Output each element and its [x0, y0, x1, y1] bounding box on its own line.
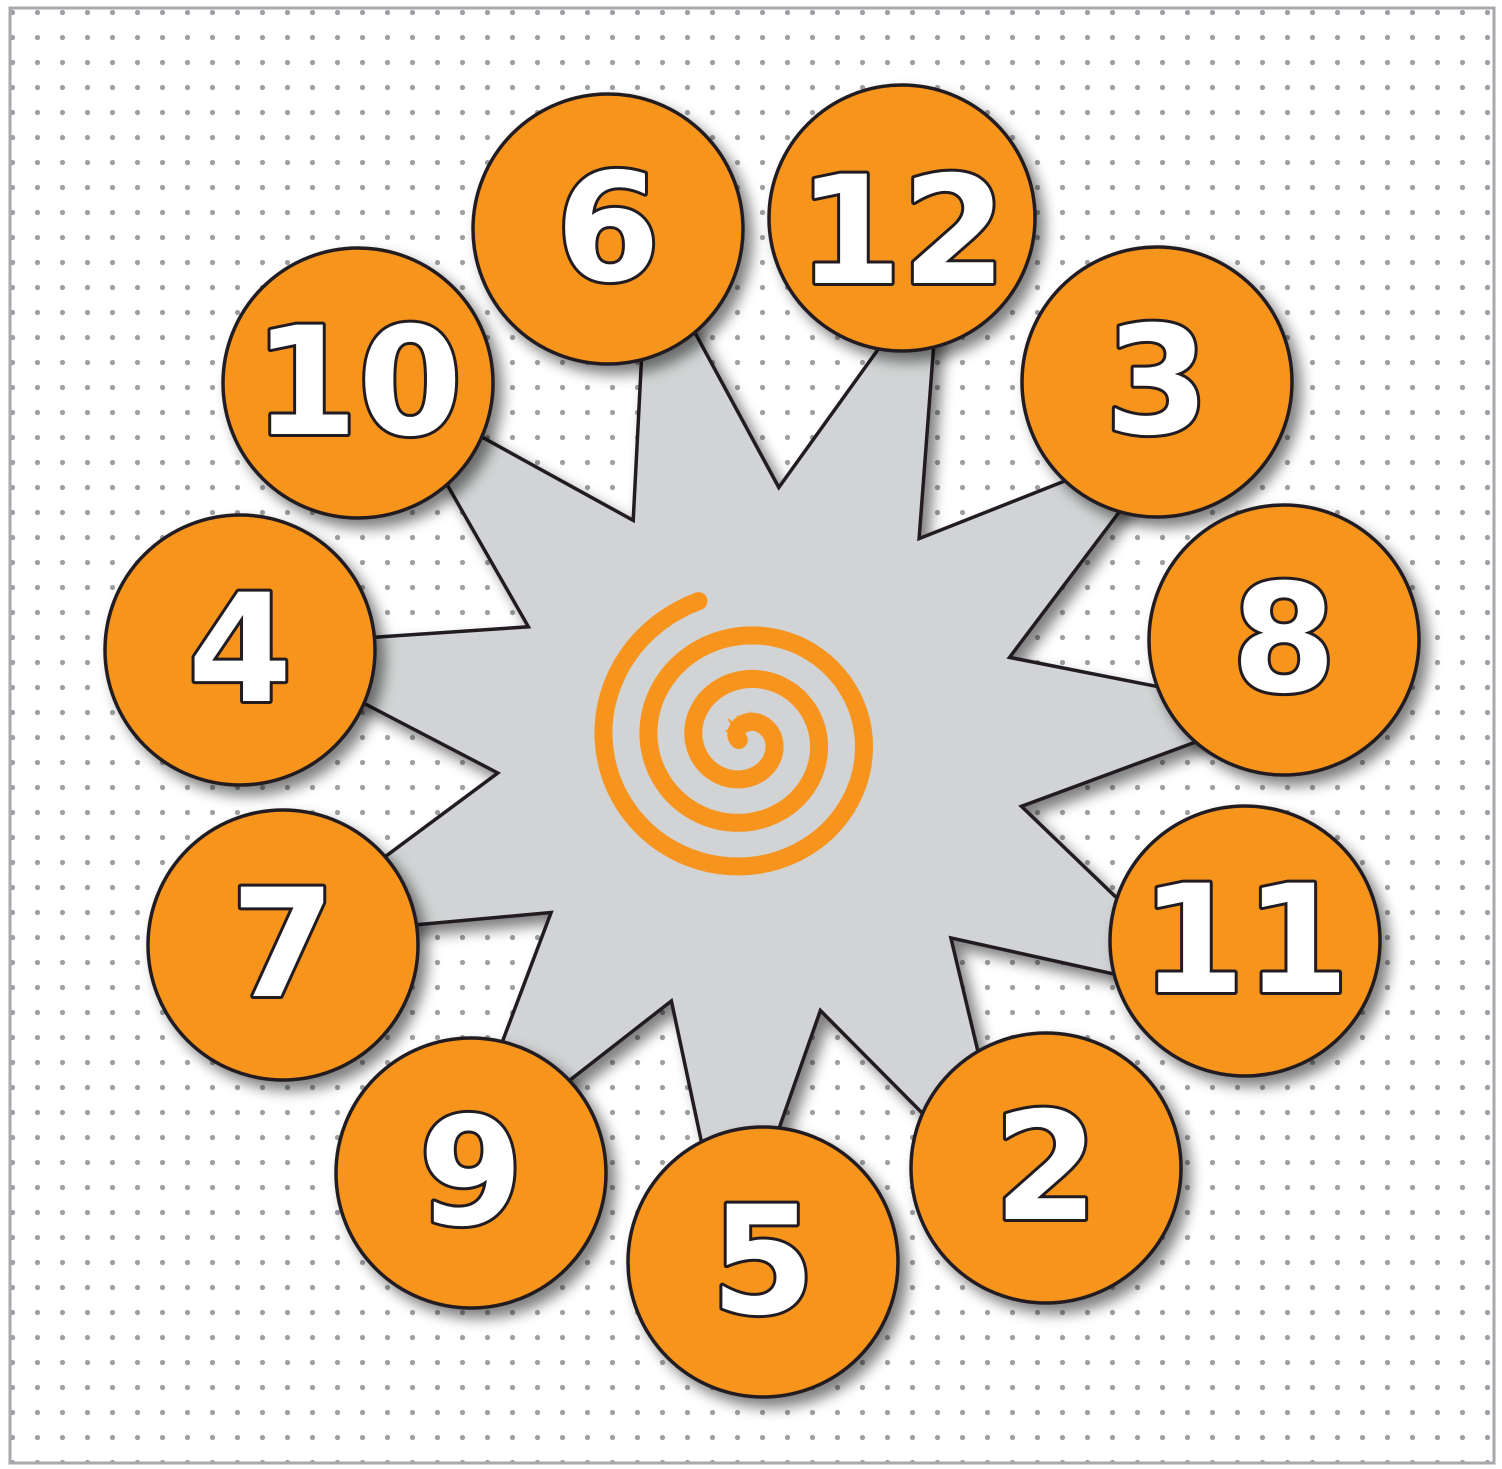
number-circle-6: 5: [628, 1127, 898, 1397]
number-circle-9: 4: [105, 515, 375, 785]
number-label: 8: [1232, 553, 1336, 727]
number-label: 2: [994, 1081, 1098, 1255]
number-circle-5: 2: [911, 1033, 1181, 1303]
number-circle-7: 9: [336, 1038, 606, 1308]
number-label: 12: [798, 145, 1007, 319]
number-circle-8: 7: [148, 810, 418, 1080]
number-label: 6: [556, 142, 660, 316]
number-label: 10: [254, 296, 463, 470]
number-label: 5: [711, 1175, 815, 1349]
number-label: 4: [188, 563, 292, 737]
number-circle-4: 11: [1110, 806, 1380, 1076]
number-circle-2: 3: [1022, 247, 1292, 517]
number-label: 3: [1105, 295, 1209, 469]
number-circle-10: 10: [223, 248, 493, 518]
number-circle-1: 12: [769, 85, 1035, 351]
number-label: 7: [231, 858, 335, 1032]
number-circle-11: 6: [473, 94, 743, 364]
number-circle-3: 8: [1149, 505, 1419, 775]
number-label: 9: [419, 1086, 523, 1260]
number-label: 11: [1141, 854, 1350, 1028]
